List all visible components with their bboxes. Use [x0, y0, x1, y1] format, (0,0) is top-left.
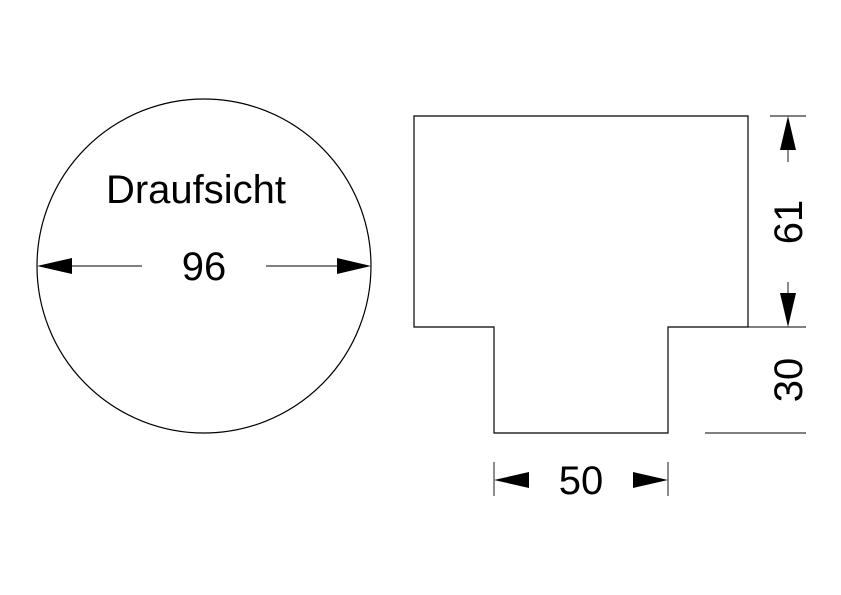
- stem-height-value: 30: [767, 358, 811, 403]
- side-view: 61 30 50: [413, 115, 811, 503]
- upper-height-value: 61: [767, 200, 811, 245]
- top-view-label: Draufsicht: [106, 168, 286, 212]
- upper-height-arrow-bottom: [780, 293, 796, 327]
- diameter-arrow-right: [337, 258, 371, 274]
- top-view: Draufsicht 96: [36, 98, 372, 434]
- stem-width-value: 50: [559, 459, 604, 503]
- upper-height-dimension: 61: [767, 116, 811, 327]
- upper-height-arrow-top: [780, 116, 796, 150]
- stem-height-dimension: 30: [767, 358, 811, 403]
- diameter-dimension: 96: [37, 245, 371, 289]
- stem-width-arrow-right: [633, 472, 668, 488]
- stem-width-dimension: 50: [493, 459, 669, 503]
- side-view-profile: [413, 115, 749, 434]
- diameter-value: 96: [182, 245, 227, 289]
- stem-width-arrow-left: [494, 472, 529, 488]
- diameter-arrow-left: [37, 258, 72, 274]
